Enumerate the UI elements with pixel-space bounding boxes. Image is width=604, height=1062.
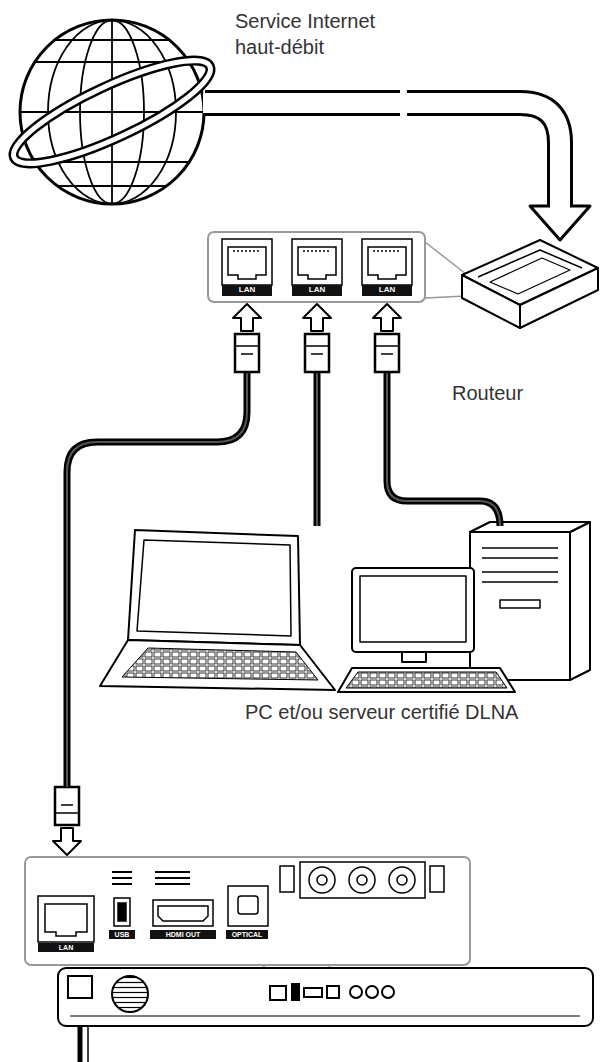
node-label: PC et/ou serveur certifié DLNA	[245, 699, 590, 725]
port-label: LAN	[292, 285, 342, 296]
internet-arrow	[405, 103, 590, 240]
lan-port-panel: LAN LAN LAN	[208, 232, 425, 302]
ethernet-cable	[373, 304, 500, 526]
desktop-computer	[338, 522, 590, 692]
laptop-computer	[100, 530, 335, 690]
router: Routeur	[440, 228, 604, 413]
arrow-shaft	[203, 103, 402, 104]
router-device	[462, 240, 598, 328]
player-rear-panel: LAN USB HDMI OUT OPTICAL	[25, 857, 470, 965]
port-label: HDMI OUT	[150, 930, 216, 939]
node-label: Routeur	[452, 380, 592, 406]
port-label: USB	[109, 930, 135, 939]
port-label: LAN	[38, 943, 94, 952]
port-label: LAN	[222, 285, 272, 296]
bluray-player	[58, 968, 593, 1062]
computer-group: PC et/ou serveur certifié DLNA	[95, 526, 600, 732]
node-label: Service Internet haut-débit	[235, 8, 403, 60]
globe-icon	[3, 20, 221, 204]
ethernet-cable	[53, 304, 261, 855]
internet-service: Service Internet haut-débit	[10, 8, 407, 208]
ethernet-cable	[303, 304, 331, 526]
lan-panel	[208, 232, 466, 302]
port-label: LAN	[362, 285, 412, 296]
port-label: OPTICAL	[226, 930, 268, 939]
